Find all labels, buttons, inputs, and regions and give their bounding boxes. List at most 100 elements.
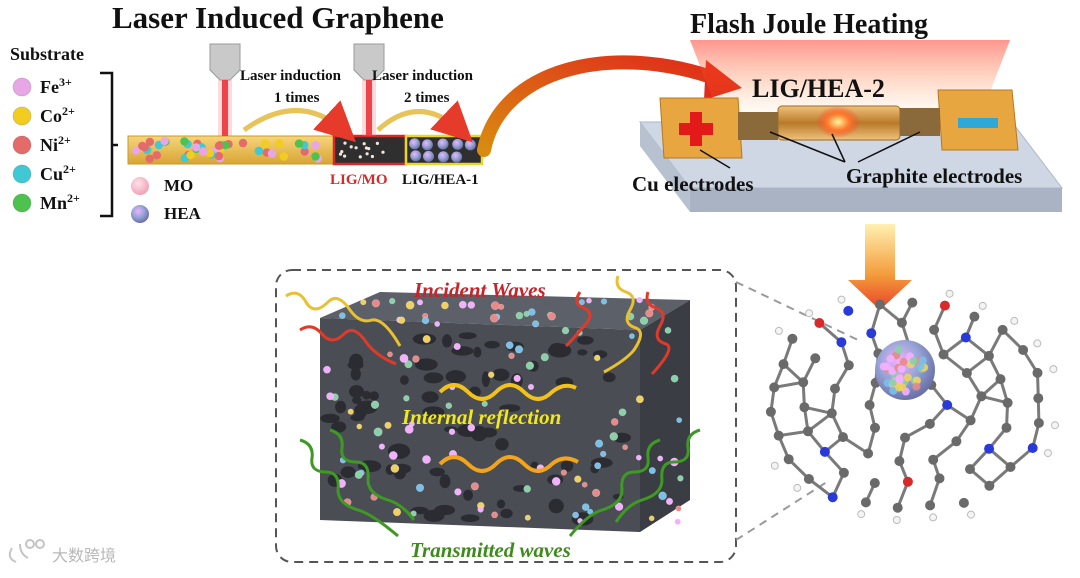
block-hea-particle <box>416 299 424 306</box>
block-hea-particle <box>515 311 524 320</box>
substrate-ion-ball <box>191 143 201 152</box>
substrate-ion-ball <box>214 141 224 150</box>
mo-particle <box>358 155 362 159</box>
atom <box>864 400 875 410</box>
block-hea-particle <box>384 421 392 429</box>
block-hea-particle <box>481 400 488 407</box>
zoom-line-top <box>735 281 859 341</box>
atom <box>961 368 972 378</box>
atom <box>838 432 848 443</box>
block-hea-particle <box>356 423 363 430</box>
pore <box>499 404 521 412</box>
pore <box>320 413 340 423</box>
mo-particle <box>364 146 368 150</box>
atom <box>894 456 905 467</box>
mo-particle <box>365 152 369 156</box>
block-hea-particle <box>664 326 672 334</box>
mo-particle <box>340 150 344 154</box>
mo-legend-icon <box>131 177 149 195</box>
hea-nanoparticle-atom <box>903 373 912 382</box>
atom <box>863 448 874 459</box>
pore <box>548 498 564 514</box>
atom <box>995 374 1006 385</box>
atom <box>803 426 813 437</box>
hea-nanoparticle-atom <box>879 362 888 371</box>
block-hea-particle <box>477 506 484 513</box>
block-hea-particle <box>635 395 644 404</box>
pore <box>429 467 445 477</box>
lig-title: Laser Induced Graphene <box>112 0 444 35</box>
pore <box>423 509 445 522</box>
atom <box>1033 393 1044 404</box>
hydrogen-atom <box>1049 365 1058 374</box>
hea-particle <box>451 151 463 163</box>
laser-step1-line1: Laser induction <box>240 68 341 84</box>
pore <box>350 367 361 381</box>
pore <box>349 353 364 369</box>
incident-waves-label: Incident Waves <box>414 278 546 302</box>
substrate-ion-ball <box>267 149 277 158</box>
mo-particle <box>370 154 374 159</box>
atom <box>799 402 810 413</box>
pore <box>349 385 364 398</box>
atom <box>1027 443 1038 453</box>
plus-icon-h <box>679 123 713 135</box>
block-hea-particle <box>591 488 601 498</box>
porous-block <box>320 292 690 532</box>
block-hea-particle <box>610 418 619 426</box>
substrate-ion-ball <box>311 152 320 161</box>
pore <box>484 340 500 349</box>
atom <box>942 400 953 410</box>
atom <box>869 478 880 488</box>
block-hea-particle <box>390 464 400 473</box>
block-hea-particle <box>508 352 515 359</box>
block-hea-particle <box>636 296 643 304</box>
block-hea-particle <box>551 476 561 486</box>
pore <box>369 391 379 401</box>
block-hea-particle <box>378 443 386 450</box>
substrate-ion-ball <box>199 147 208 156</box>
atom <box>860 497 871 508</box>
laser-beam-1 <box>222 80 228 136</box>
pore <box>548 343 572 358</box>
mo-particle <box>343 154 347 158</box>
block-hea-particle <box>388 451 398 460</box>
mo-particle <box>354 146 358 150</box>
atom <box>925 500 936 511</box>
hea-particle <box>410 150 422 162</box>
block-hea-particle <box>422 455 431 464</box>
block-hea-particle <box>370 400 380 409</box>
block-hea-particle <box>491 511 498 519</box>
laser-beam-1-glow <box>218 80 232 136</box>
block-hea-particle <box>599 450 607 458</box>
pore <box>331 421 347 433</box>
hydrogen-atom <box>929 513 938 522</box>
block-hea-particle <box>581 481 588 488</box>
block-hea-particle <box>434 321 441 327</box>
mo-legend-label: MO <box>164 176 194 195</box>
lig-mo-label: LIG/MO <box>330 172 388 188</box>
pore <box>500 508 513 519</box>
block-hea-particle <box>578 299 585 306</box>
substrate-ion-ball <box>260 139 270 148</box>
block-hea-particle <box>323 365 331 374</box>
fjh-device <box>638 40 1064 212</box>
hea-nanoparticle-atom <box>897 365 906 373</box>
block-hea-particle <box>527 308 536 316</box>
atom <box>997 324 1008 335</box>
hea-particle <box>452 138 464 150</box>
molecular-structure <box>765 289 1059 524</box>
laser-step2-line1: Laser induction <box>372 68 473 84</box>
block-hea-particle <box>527 383 535 391</box>
hydrogen-atom <box>857 510 866 519</box>
block-hea-particle <box>629 333 635 339</box>
graphite-electrode-right <box>900 108 940 136</box>
ion-legend-icons <box>12 77 32 213</box>
substrate-ion-ball <box>221 141 230 150</box>
laser-step1-line2: 1 times <box>274 90 320 106</box>
block-hea-particle <box>338 312 346 319</box>
induction-arrow-1 <box>242 100 356 143</box>
substrate-ion-ball <box>254 146 263 156</box>
atom <box>1001 422 1012 433</box>
block-hea-particle <box>326 392 335 401</box>
